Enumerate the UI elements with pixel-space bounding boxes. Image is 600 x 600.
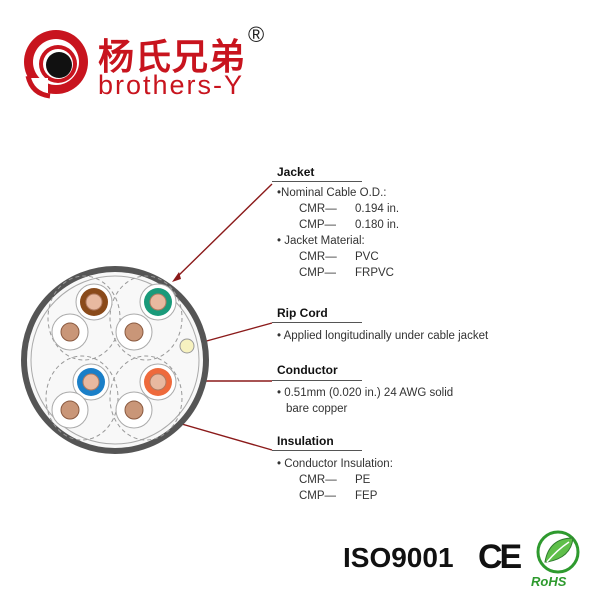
conductor-core <box>82 373 100 391</box>
conductor-core <box>124 322 144 342</box>
jacket-line: PVC <box>355 251 379 263</box>
rip-cord-title: Rip Cord <box>277 306 328 320</box>
jacket-rule <box>272 181 362 182</box>
brand-name-cn: 杨氏兄弟 <box>98 37 247 78</box>
pair-brown <box>51 283 113 351</box>
pair-orange <box>115 363 177 429</box>
insulation-line: PE <box>355 474 371 486</box>
conductor-line: bare copper <box>286 403 348 415</box>
conductor-core <box>60 322 80 342</box>
conductor-core <box>85 293 103 311</box>
jacket-title: Jacket <box>277 165 315 179</box>
pair-outline-brown <box>47 275 121 361</box>
jacket-line: •Nominal Cable O.D.: <box>277 187 387 199</box>
rip-cord <box>179 338 195 354</box>
rohs-leaf-icon <box>536 530 580 574</box>
insulation-line: FEP <box>355 490 378 502</box>
ce-mark: CE <box>478 538 522 576</box>
insulation-title: Insulation <box>277 434 334 448</box>
jacket-line: FRPVC <box>355 267 394 279</box>
rohs-label: RoHS <box>531 574 567 589</box>
conductor-core <box>149 293 167 311</box>
registered-mark: ® <box>248 22 265 47</box>
pair-outline-green <box>109 275 183 361</box>
conductor-core <box>149 373 167 391</box>
jacket-line: CMR— <box>299 203 337 215</box>
jacket-line: 0.194 in. <box>355 203 400 215</box>
conductor-rule <box>272 380 362 381</box>
insulation-line: CMR— <box>299 474 337 486</box>
jacket-line: CMP— <box>299 219 337 231</box>
conductor-line: • 0.51mm (0.020 in.) 24 AWG solid <box>277 387 454 399</box>
conductor-core <box>124 400 144 420</box>
jacket-line: 0.180 in. <box>355 219 400 231</box>
jacket-line: CMR— <box>299 251 337 263</box>
conductor-core <box>60 400 80 420</box>
pair-outline-orange <box>109 355 183 441</box>
rip-cord-rule <box>272 322 362 323</box>
rip-cord-line: • Applied longitudinally under cable jac… <box>277 330 489 342</box>
iso-certification: ISO9001 <box>343 542 454 573</box>
brand-logo-mark <box>24 30 88 99</box>
insulation-rule <box>272 450 362 451</box>
jacket-leader <box>175 183 273 279</box>
jacket-line: CMP— <box>299 267 337 279</box>
jacket-inner-edge <box>30 275 200 445</box>
jacket-line: • Jacket Material: <box>277 235 365 247</box>
cable-jacket <box>21 266 209 454</box>
brand-name-en: brothers-Y <box>98 70 245 100</box>
pair-outline-blue <box>45 355 119 441</box>
conductor-title: Conductor <box>277 363 338 377</box>
pair-green <box>115 283 177 351</box>
pair-blue <box>51 363 110 429</box>
insulation-line: • Conductor Insulation: <box>277 458 393 470</box>
insulation-line: CMP— <box>299 490 337 502</box>
